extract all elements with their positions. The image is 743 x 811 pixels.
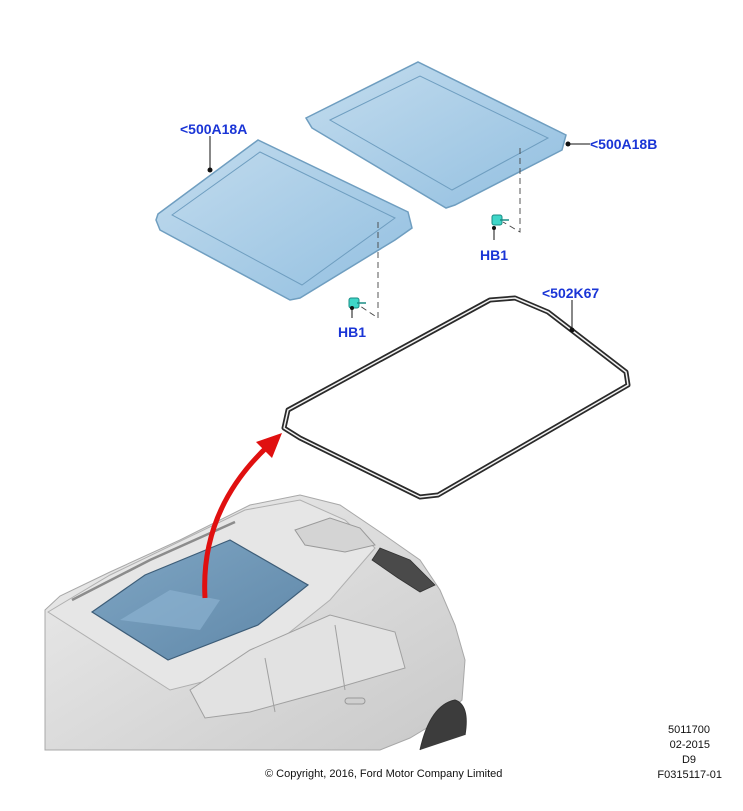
vehicle-side-window [189, 614, 406, 719]
drawing-model-code: D9 [681, 754, 696, 766]
drawing-date: 02-2015 [669, 739, 710, 751]
front-glass-panel [155, 139, 413, 301]
vehicle-b-pillar [264, 657, 276, 713]
callout-hb1-right[interactable]: HB1 [480, 247, 509, 263]
installation-arrow [202, 444, 270, 599]
vehicle-wheel-arch [419, 699, 467, 751]
vehicle-c-pillar [334, 624, 346, 691]
installation-arrowhead [256, 433, 282, 458]
vehicle-door-handle [344, 697, 366, 705]
callout-rear-glass[interactable]: <500A18B [590, 136, 658, 152]
vehicle-rear-glass [371, 547, 436, 593]
vehicle-spoiler [294, 517, 376, 553]
assembly-dash-lines [359, 148, 521, 319]
callout-front-glass[interactable]: <500A18A [180, 121, 248, 137]
leader-dots [207, 141, 575, 333]
roof-seal [281, 295, 631, 500]
copyright-notice: © Copyright, 2016, Ford Motor Company Li… [265, 768, 503, 780]
callout-hb1-left[interactable]: HB1 [338, 324, 367, 340]
fastener-hb1-right [491, 214, 509, 226]
vehicle-roof-glass-reflection [120, 590, 220, 630]
roof-seal-highlight [283, 297, 629, 498]
vehicle-illustration [44, 494, 467, 751]
rear-glass-panel [304, 61, 567, 209]
vehicle-roof-rail [71, 520, 236, 602]
drawing-code: 5011700 [667, 724, 710, 736]
callout-roof-seal[interactable]: <502K67 [542, 285, 600, 301]
figure-id: F0315117-01 [657, 769, 722, 781]
